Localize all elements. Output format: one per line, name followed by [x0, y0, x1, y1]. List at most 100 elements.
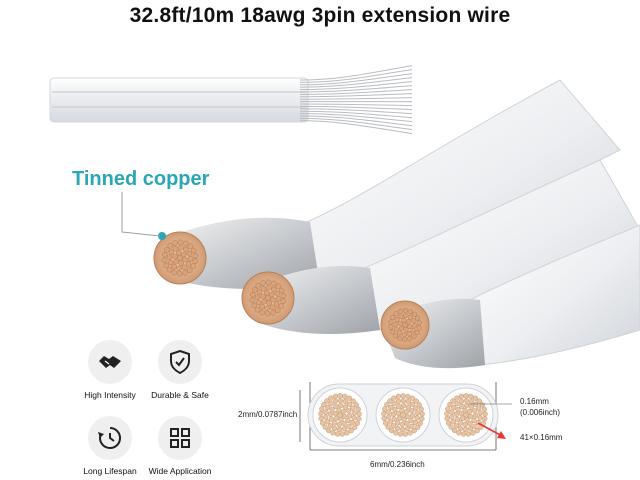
- strand: [466, 409, 473, 415]
- strand: [254, 306, 261, 313]
- strand: [394, 420, 401, 426]
- strand: [463, 393, 469, 399]
- strand: [350, 398, 356, 404]
- strand: [329, 406, 335, 413]
- strand: [395, 410, 402, 417]
- strand: [416, 325, 422, 331]
- flat-cable-strand: [299, 117, 413, 131]
- strand: [401, 317, 407, 323]
- strand: [324, 419, 330, 425]
- strand: [407, 309, 413, 315]
- strand: [254, 294, 261, 301]
- strand: [404, 426, 411, 432]
- strand: [333, 403, 339, 409]
- strand: [458, 425, 464, 431]
- strand: [409, 423, 415, 429]
- strand: [398, 325, 405, 331]
- strand: [171, 269, 178, 276]
- strand: [386, 414, 392, 420]
- strand: [173, 258, 179, 265]
- strand: [251, 287, 258, 293]
- strand: [409, 395, 415, 401]
- strand: [185, 261, 192, 267]
- strand: [318, 415, 324, 422]
- feature-label: Durable & Safe: [151, 390, 209, 400]
- strand: [176, 270, 183, 277]
- strand: [400, 426, 406, 432]
- strand: [260, 285, 267, 292]
- strand: [459, 403, 465, 409]
- flat-cable-strand: [299, 113, 413, 123]
- strand: [474, 428, 480, 434]
- strand: [392, 406, 398, 413]
- strand: [482, 416, 488, 422]
- strand: [176, 265, 183, 272]
- strand: [171, 263, 177, 270]
- strand: [413, 398, 419, 404]
- strand: [415, 315, 421, 321]
- strand: [269, 291, 275, 298]
- strand: [468, 399, 474, 405]
- strand: [178, 260, 184, 266]
- page-title: 32.8ft/10m 18awg 3pin extension wire: [129, 4, 511, 27]
- flat-cable-strand: [299, 108, 413, 115]
- strand: [341, 426, 348, 432]
- strand: [333, 415, 340, 421]
- strand: [388, 404, 394, 411]
- strand: [332, 410, 339, 417]
- strand: [418, 406, 424, 412]
- strand: [468, 393, 474, 400]
- strand: [396, 403, 402, 409]
- strand: [353, 402, 359, 408]
- strand: [407, 430, 413, 436]
- strand: [330, 430, 336, 436]
- flat-cable-strand: [299, 69, 413, 83]
- strand: [411, 311, 418, 317]
- strand: [395, 393, 401, 399]
- strand: [416, 320, 422, 326]
- strand: [402, 431, 408, 437]
- strand: [390, 411, 397, 417]
- flat-cable-strand: [299, 81, 413, 91]
- strand: [404, 421, 410, 427]
- strand: [397, 335, 403, 341]
- strand: [412, 419, 418, 426]
- strand: [411, 333, 417, 339]
- strand: [381, 415, 387, 422]
- strand: [168, 249, 175, 255]
- strand: [405, 319, 412, 325]
- strand: [387, 398, 393, 404]
- strand: [445, 406, 451, 412]
- strand: [393, 326, 399, 332]
- strand: [472, 395, 478, 401]
- strand: [395, 398, 402, 404]
- strand: [340, 409, 347, 415]
- strand: [183, 246, 189, 253]
- strand: [337, 398, 343, 404]
- strand: [386, 409, 392, 415]
- strand: [453, 411, 460, 417]
- strand: [477, 415, 483, 421]
- strand: [445, 420, 452, 426]
- strand: [172, 253, 178, 260]
- strand: [332, 398, 339, 404]
- strand: [462, 407, 468, 413]
- strand: [388, 324, 394, 330]
- flat-cable-strand: [299, 89, 413, 95]
- strand: [182, 269, 188, 276]
- strand: [468, 404, 475, 410]
- strand: [464, 417, 470, 423]
- strand: [398, 313, 404, 319]
- strand: [458, 398, 465, 404]
- callout-line: [121, 192, 161, 237]
- strand: [397, 308, 404, 314]
- wire-end-2: [241, 271, 295, 325]
- strand: [255, 299, 262, 306]
- strand: [397, 320, 404, 327]
- strand: [187, 243, 194, 250]
- strand: [338, 402, 344, 409]
- strand: [348, 428, 354, 434]
- strand: [452, 427, 458, 434]
- strand: [349, 419, 355, 426]
- flat-cable-strand: [299, 115, 413, 127]
